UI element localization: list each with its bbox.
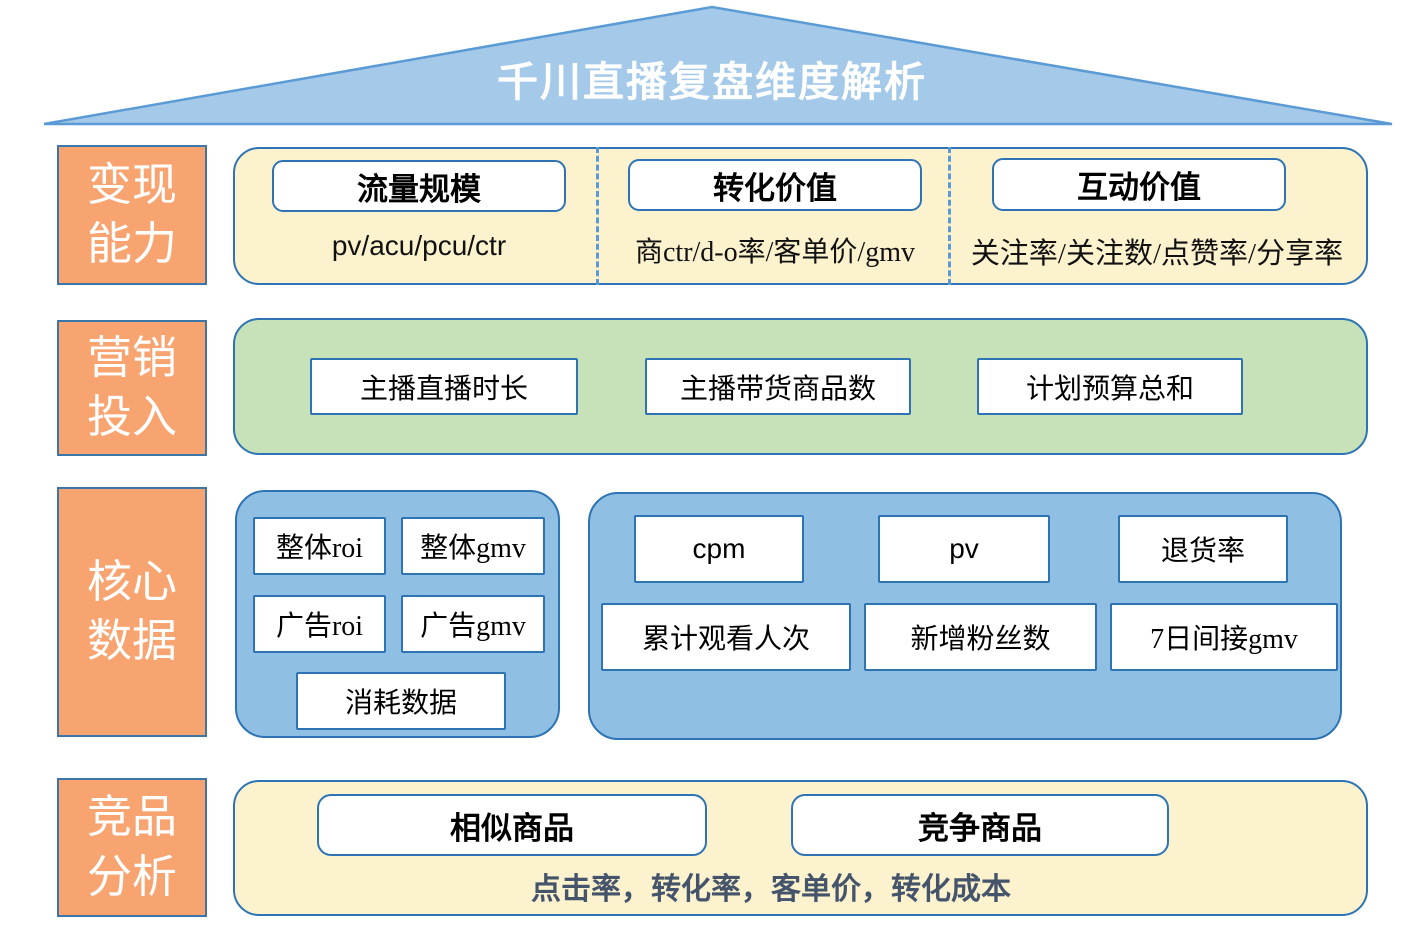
header-conversion-value-text: 转化价值 xyxy=(713,170,837,206)
row-label-core-data-text: 核心数据 xyxy=(87,556,178,666)
box-cpm: cpm xyxy=(634,515,804,583)
row-label-competitor-text: 竞品分析 xyxy=(87,792,178,902)
box-new-followers: 新增粉丝数 xyxy=(864,603,1097,671)
box-ad-roi-text: 广告roi xyxy=(275,611,364,642)
box-plan-budget-text: 计划预算总和 xyxy=(1025,373,1194,405)
triangle-shape xyxy=(43,5,1393,126)
header-interaction-value-text: 互动价值 xyxy=(1077,170,1201,205)
box-cumulative-viewers: 累计观看人次 xyxy=(601,603,851,671)
box-plan-budget-total: 计划预算总和 xyxy=(977,358,1243,415)
box-similar-products-text: 相似商品 xyxy=(450,810,574,846)
box-pv-text: pv xyxy=(949,533,979,564)
metrics-interaction-value: 关注率/关注数/点赞率/分享率 xyxy=(970,238,1344,270)
row-label-marketing-investment: 营销投入 xyxy=(57,320,207,456)
row-label-marketing-text: 营销投入 xyxy=(87,332,178,442)
box-7day-indirect-gmv-text: 7日间接gmv xyxy=(1150,624,1298,655)
box-overall-gmv-text: 整体gmv xyxy=(420,533,526,564)
box-7day-indirect-gmv: 7日间接gmv xyxy=(1110,603,1338,671)
box-return-rate-text: 退货率 xyxy=(1160,536,1245,567)
header-box-conversion-value: 转化价值 xyxy=(628,159,922,211)
box-live-duration: 主播直播时长 xyxy=(310,358,578,415)
box-return-rate: 退货率 xyxy=(1118,515,1288,583)
row-label-core-data: 核心数据 xyxy=(57,487,207,737)
box-pv: pv xyxy=(878,515,1050,583)
box-overall-roi-text: 整体roi xyxy=(275,533,364,564)
row-label-monetization: 变现能力 xyxy=(57,145,207,285)
row-label-monetization-text: 变现能力 xyxy=(87,159,178,269)
header-box-traffic-scale: 流量规模 xyxy=(272,160,566,212)
column-divider-2 xyxy=(948,147,951,285)
header-box-interaction-value: 互动价值 xyxy=(992,158,1286,211)
competitor-metrics: 点击率，转化率，客单价，转化成本 xyxy=(531,873,1011,906)
box-competing-products: 竞争商品 xyxy=(791,794,1169,856)
box-live-duration-text: 主播直播时长 xyxy=(359,373,528,405)
box-ad-roi: 广告roi xyxy=(253,595,386,653)
row-label-competitor-analysis: 竞品分析 xyxy=(57,778,207,917)
box-spend-data-text: 消耗数据 xyxy=(344,688,457,719)
metrics-conversion-value: 商ctr/d-o率/客单价/gmv xyxy=(635,237,915,268)
box-ad-gmv-text: 广告gmv xyxy=(420,611,526,642)
box-overall-roi: 整体roi xyxy=(253,517,386,575)
box-cpm-text: cpm xyxy=(692,533,746,564)
box-overall-gmv: 整体gmv xyxy=(401,517,545,575)
box-product-count-text: 主播带货商品数 xyxy=(679,373,876,405)
box-product-count: 主播带货商品数 xyxy=(645,358,911,415)
box-cumulative-viewers-text: 累计观看人次 xyxy=(641,624,810,655)
triangle-banner xyxy=(43,5,1393,126)
box-similar-products: 相似商品 xyxy=(317,794,707,856)
header-traffic-scale-text: 流量规模 xyxy=(357,171,481,207)
box-competing-products-text: 竞争商品 xyxy=(918,810,1042,846)
box-spend-data: 消耗数据 xyxy=(296,672,506,730)
metrics-traffic-scale: pv/acu/pcu/ctr xyxy=(331,230,507,261)
box-ad-gmv: 广告gmv xyxy=(401,595,545,653)
box-new-followers-text: 新增粉丝数 xyxy=(910,624,1051,655)
column-divider-1 xyxy=(596,147,599,285)
diagram-title: 千川直播复盘维度解析 xyxy=(497,59,927,105)
